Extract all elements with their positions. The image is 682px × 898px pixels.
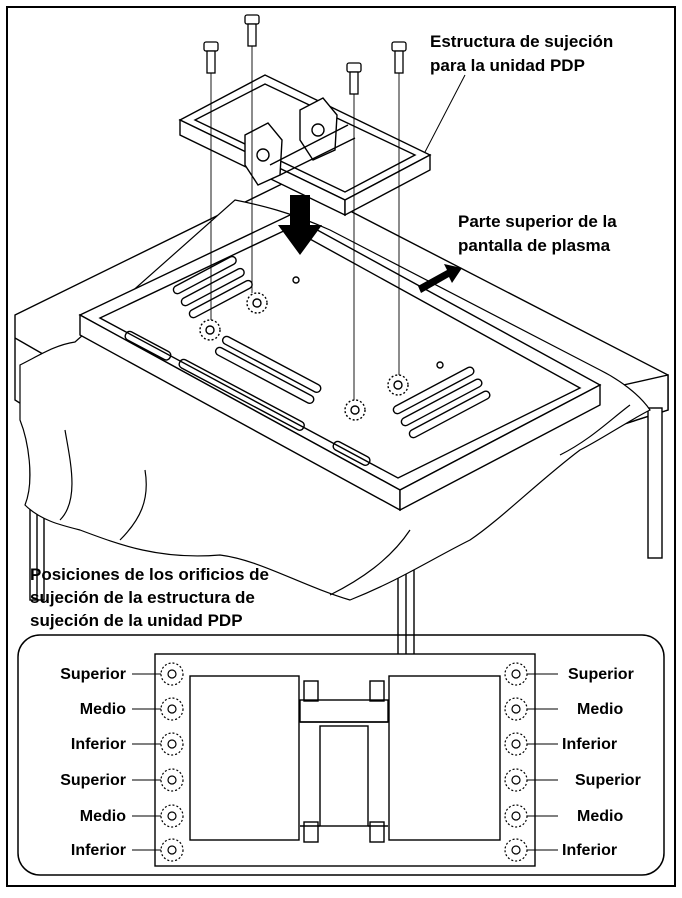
hole-left-5 bbox=[167, 811, 177, 821]
right-label-1: Superior bbox=[568, 666, 634, 683]
hole-marker-left-1 bbox=[160, 662, 184, 686]
hole-marker-left-5 bbox=[160, 804, 184, 828]
right-label-4: Superior bbox=[575, 772, 641, 789]
hole-right-6 bbox=[511, 845, 521, 855]
hole-left-3 bbox=[167, 739, 177, 749]
left-label-4: Superior bbox=[60, 772, 126, 789]
bracket-leader-line bbox=[424, 74, 466, 153]
hole-marker-left-6 bbox=[160, 838, 184, 862]
left-label-5: Medio bbox=[80, 808, 126, 825]
hole-left-6 bbox=[167, 845, 177, 855]
hole-left-1 bbox=[167, 669, 177, 679]
alignment-lines bbox=[210, 46, 400, 400]
direction-arrow-icon bbox=[418, 264, 462, 293]
hole-right-4 bbox=[511, 775, 521, 785]
right-label-5: Medio bbox=[577, 808, 623, 825]
bracket-title-line2: para la unidad PDP bbox=[430, 56, 585, 75]
right-label-3: Inferior bbox=[562, 736, 617, 753]
left-label-2: Medio bbox=[80, 701, 126, 718]
left-label-6: Inferior bbox=[71, 842, 126, 859]
bracket-title-line1: Estructura de sujeción bbox=[430, 32, 613, 51]
hole-marker-left-4 bbox=[160, 768, 184, 792]
hole-right-3 bbox=[511, 739, 521, 749]
hole-left-4 bbox=[167, 775, 177, 785]
positions-line1: Posiciones de los orificios de bbox=[30, 565, 269, 584]
screw-4 bbox=[391, 41, 407, 74]
screw-2 bbox=[244, 14, 260, 47]
top-side-line1: Parte superior de la bbox=[458, 212, 617, 231]
detail-box bbox=[17, 634, 665, 876]
holes-right bbox=[504, 662, 558, 862]
down-arrow-icon bbox=[278, 195, 322, 255]
screw-3 bbox=[346, 62, 362, 95]
outer-border bbox=[6, 6, 676, 887]
top-side-line2: pantalla de plasma bbox=[458, 236, 611, 255]
left-label-3: Inferior bbox=[71, 736, 126, 753]
screws bbox=[203, 14, 407, 95]
hole-right-1 bbox=[511, 669, 521, 679]
right-label-6: Inferior bbox=[562, 842, 617, 859]
right-label-2: Medio bbox=[577, 701, 623, 718]
left-label-1: Superior bbox=[60, 666, 126, 683]
positions-line2: sujeción de la estructura de bbox=[30, 588, 255, 607]
positions-line3: sujeción de la unidad PDP bbox=[30, 611, 243, 630]
hole-marker-left-3 bbox=[160, 732, 184, 756]
hole-marker-left-2 bbox=[160, 697, 184, 721]
hole-right-2 bbox=[511, 704, 521, 714]
panel-holes bbox=[199, 276, 444, 421]
hole-right-5 bbox=[511, 811, 521, 821]
bracket-top-view bbox=[154, 653, 536, 867]
screw-1 bbox=[203, 41, 219, 74]
mounting-bracket bbox=[178, 74, 432, 217]
plasma-panel bbox=[78, 214, 602, 512]
hole-left-2 bbox=[167, 704, 177, 714]
holes-left bbox=[132, 662, 184, 862]
